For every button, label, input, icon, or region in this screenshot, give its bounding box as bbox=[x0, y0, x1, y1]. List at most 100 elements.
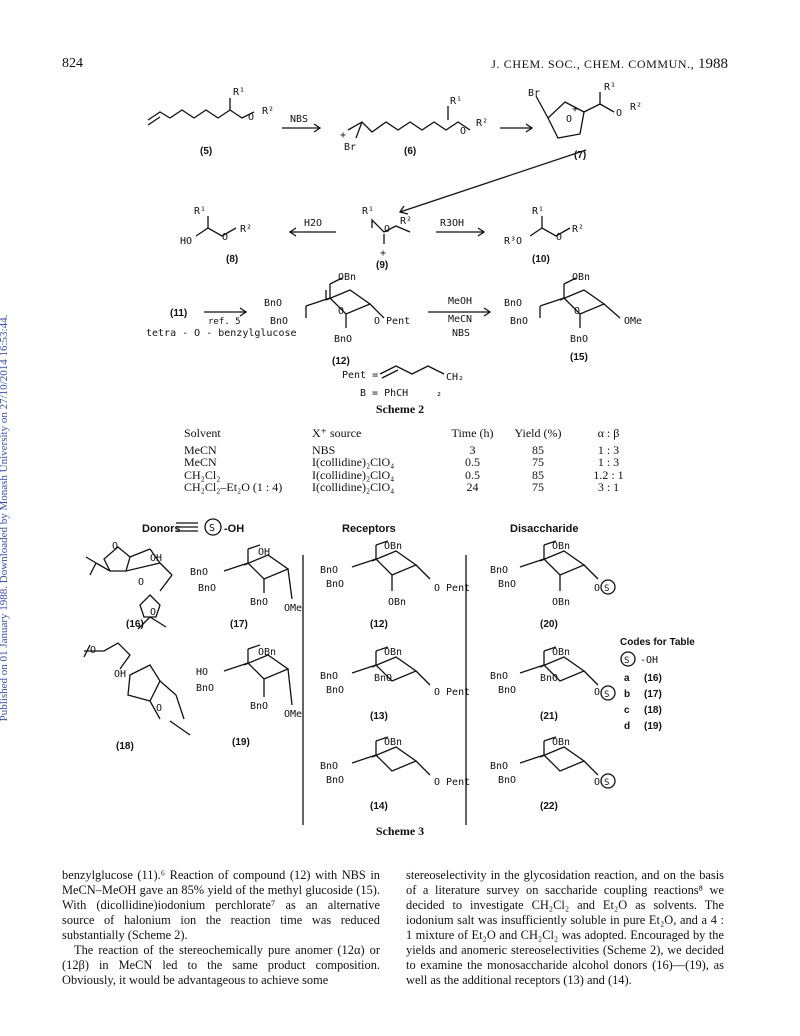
structure-13 bbox=[351, 646, 431, 686]
structure-15 bbox=[539, 289, 606, 315]
svg-text:₂: ₂ bbox=[436, 388, 442, 399]
svg-text:R¹: R¹ bbox=[362, 206, 374, 217]
scheme-2-caption: Scheme 2 bbox=[376, 402, 424, 416]
table-cell: 3 bbox=[469, 442, 476, 457]
running-head-journal: J. CHEM. SOC., CHEM. COMMUN., bbox=[491, 57, 695, 71]
arrow-label-r3oh: R3OH bbox=[440, 218, 464, 229]
svg-text:BnO: BnO bbox=[250, 701, 268, 712]
label-9: (9) bbox=[376, 260, 388, 271]
label-13: (13) bbox=[370, 711, 388, 722]
svg-text:O: O bbox=[460, 126, 466, 137]
conditions-table: Solvent X⁺ source Time (h) Yield (%) α :… bbox=[180, 427, 640, 494]
table-header-row: Solvent X⁺ source Time (h) Yield (%) α :… bbox=[180, 427, 640, 444]
structure-22 bbox=[519, 736, 616, 789]
code-b: b bbox=[624, 689, 630, 700]
code-c-ref: (18) bbox=[644, 705, 662, 716]
receptors-heading: Receptors bbox=[342, 523, 396, 535]
disaccharide-heading: Disaccharide bbox=[510, 523, 578, 535]
code-b-ref: (17) bbox=[644, 689, 662, 700]
label-21: (21) bbox=[540, 711, 558, 722]
structure-14 bbox=[351, 736, 431, 776]
label-11: (11) bbox=[170, 308, 187, 319]
table-cell: 24 bbox=[466, 480, 479, 494]
table-row: MeCN I(collidine)₂ClO₄ 0.5 75 1 : 3 bbox=[180, 456, 640, 469]
table-header: Solvent bbox=[184, 426, 221, 440]
svg-text:R³O: R³O bbox=[504, 236, 522, 247]
table-cell: CH₂Cl₂ bbox=[184, 467, 221, 482]
label-15: (15) bbox=[570, 352, 588, 363]
svg-text:OBn: OBn bbox=[572, 272, 590, 283]
label-10: (10) bbox=[532, 254, 550, 265]
structure-12-receptor bbox=[351, 540, 431, 591]
body-column-right: stereoselectivity in the glycosidation r… bbox=[406, 868, 724, 988]
table-cell: CH₂Cl₂–Et₂O (1 : 4) bbox=[184, 480, 283, 494]
svg-text:CH₂: CH₂ bbox=[446, 372, 464, 383]
label-12b: (12) bbox=[370, 619, 388, 630]
svg-text:OBn: OBn bbox=[258, 647, 276, 658]
svg-text:OMe: OMe bbox=[284, 603, 302, 614]
tetra-benzylglucose: tetra - O - benzylglucose bbox=[146, 328, 297, 339]
svg-text:OBn: OBn bbox=[388, 597, 406, 608]
svg-text:O: O bbox=[594, 687, 600, 698]
svg-text:R²: R² bbox=[262, 106, 274, 117]
svg-text:BnO: BnO bbox=[498, 685, 516, 696]
code-c: c bbox=[624, 705, 630, 716]
label-12: (12) bbox=[332, 356, 350, 367]
svg-text:OMe: OMe bbox=[284, 709, 302, 720]
svg-text:BnO: BnO bbox=[510, 316, 528, 327]
svg-text:O: O bbox=[138, 577, 144, 588]
code-d-ref: (19) bbox=[644, 721, 662, 732]
running-head-year: 1988 bbox=[698, 56, 728, 72]
svg-text:O: O bbox=[156, 703, 162, 714]
svg-text:OBn: OBn bbox=[384, 737, 402, 748]
label-22: (22) bbox=[540, 801, 558, 812]
svg-text:OBn: OBn bbox=[552, 541, 570, 552]
svg-text:O Pent: O Pent bbox=[434, 687, 470, 698]
svg-text:O: O bbox=[222, 232, 228, 243]
svg-text:Br: Br bbox=[528, 88, 540, 99]
donors-heading-oh: -OH bbox=[224, 523, 244, 535]
svg-text:BnO: BnO bbox=[498, 775, 516, 786]
svg-text:BnO: BnO bbox=[326, 579, 344, 590]
svg-text:R²: R² bbox=[572, 224, 584, 235]
svg-text:R¹: R¹ bbox=[233, 87, 245, 98]
structure-21 bbox=[519, 646, 616, 701]
svg-text:+: + bbox=[340, 130, 346, 141]
svg-text:S: S bbox=[604, 690, 609, 700]
svg-text:O: O bbox=[566, 114, 572, 125]
code-a-ref: (16) bbox=[644, 673, 662, 684]
svg-text:O: O bbox=[248, 112, 254, 123]
svg-text:BnO: BnO bbox=[196, 683, 214, 694]
svg-text:BnO: BnO bbox=[270, 316, 288, 327]
table-header: Yield (%) bbox=[514, 426, 562, 440]
svg-text:BnO: BnO bbox=[490, 761, 508, 772]
svg-text:R²: R² bbox=[400, 216, 412, 227]
arrow-label-mecn: MeCN bbox=[448, 314, 472, 325]
svg-text:BnO: BnO bbox=[320, 671, 338, 682]
arrow-label-meoh: MeOH bbox=[448, 296, 472, 307]
table-cell: 0.5 bbox=[465, 455, 480, 469]
svg-text:BnO: BnO bbox=[374, 673, 392, 684]
svg-text:O: O bbox=[594, 777, 600, 788]
paragraph: benzylglucose (11).⁶ Reaction of compoun… bbox=[62, 868, 380, 942]
svg-text:BnO: BnO bbox=[320, 761, 338, 772]
svg-text:BnO: BnO bbox=[250, 597, 268, 608]
structure-19 bbox=[223, 644, 293, 706]
svg-text:BnO: BnO bbox=[498, 579, 516, 590]
table-cell: 1 : 3 bbox=[597, 455, 620, 469]
label-18: (18) bbox=[116, 741, 134, 752]
structure-7 bbox=[547, 101, 585, 139]
table-cell: MeCN bbox=[184, 455, 217, 469]
svg-text:HO: HO bbox=[196, 667, 208, 678]
svg-text:BnO: BnO bbox=[490, 565, 508, 576]
b-definition: B = PhCH bbox=[360, 388, 408, 399]
arrow-label-nbs2: NBS bbox=[452, 328, 470, 339]
svg-text:S: S bbox=[209, 523, 215, 534]
svg-text:OH: OH bbox=[258, 547, 270, 558]
label-17: (17) bbox=[230, 619, 248, 630]
svg-text:OH: OH bbox=[114, 669, 126, 680]
table-cell: NBS bbox=[312, 442, 336, 457]
structure-10 bbox=[529, 227, 571, 237]
running-head: J. CHEM. SOC., CHEM. COMMUN., 1988 bbox=[491, 56, 728, 73]
table-row: MeCN NBS 3 85 1 : 3 bbox=[180, 442, 640, 457]
